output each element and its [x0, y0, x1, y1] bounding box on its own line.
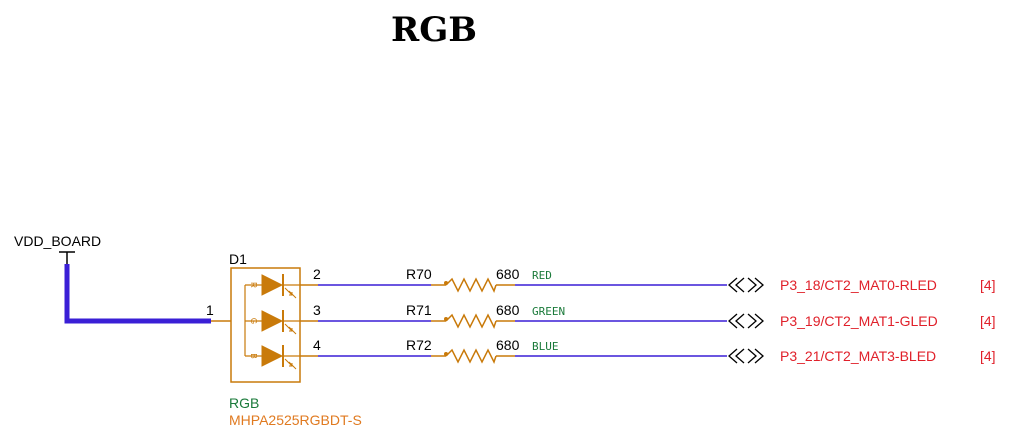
common-pin-number: 1 [206, 302, 214, 318]
led-pin-number: 3 [313, 302, 321, 318]
resistor-value: 680 [496, 266, 520, 282]
diode-triangle-icon [261, 310, 284, 332]
page-title: RGB [391, 10, 477, 50]
resistor-zigzag-icon [445, 348, 497, 364]
led-channels: R 2 R70 680 RED P3_18/CT2_MAT0-RLED [4] G 3 R71 68… [245, 266, 996, 370]
resistor-value: 680 [496, 337, 520, 353]
led-pin-number: 2 [313, 266, 321, 282]
diode-triangle-icon [261, 274, 284, 296]
net-label: BLUE [532, 340, 559, 353]
led-channel-letter: G [249, 318, 258, 324]
offpage-page-ref: [4] [980, 277, 996, 293]
emission-arrow-icon [284, 287, 297, 299]
offpage-port-name: P3_18/CT2_MAT0-RLED [780, 277, 937, 293]
emission-arrow-icon [284, 323, 297, 335]
diode-triangle-icon [261, 345, 284, 367]
resistor-zigzag-icon [445, 313, 497, 329]
offpage-port-name: P3_19/CT2_MAT1-GLED [780, 313, 938, 329]
power-net-label: VDD_BOARD [14, 233, 101, 249]
offpage-page-ref: [4] [980, 348, 996, 364]
resistor-reference: R71 [406, 302, 432, 318]
led-part-number: MHPA2525RGBDT-S [229, 412, 362, 428]
resistor-reference: R72 [406, 337, 432, 353]
resistor-reference: R70 [406, 266, 432, 282]
led-value: RGB [229, 395, 259, 411]
net-label: RED [532, 269, 552, 282]
led-reference: D1 [229, 251, 247, 267]
offpage-port-name: P3_21/CT2_MAT3-BLED [780, 348, 936, 364]
led-pin-number: 4 [313, 337, 321, 353]
offpage-connector-icon [728, 313, 764, 329]
resistor-value: 680 [496, 302, 520, 318]
net-label: GREEN [532, 305, 565, 318]
led-channel-letter: R [249, 282, 258, 288]
led-body [230, 267, 301, 383]
led-channel-letter: B [249, 353, 258, 358]
power-wire [64, 264, 211, 324]
offpage-page-ref: [4] [980, 313, 996, 329]
emission-arrow-icon [284, 358, 297, 370]
offpage-connector-icon [728, 348, 764, 364]
resistor-zigzag-icon [445, 277, 497, 293]
offpage-connector-icon [728, 277, 764, 293]
